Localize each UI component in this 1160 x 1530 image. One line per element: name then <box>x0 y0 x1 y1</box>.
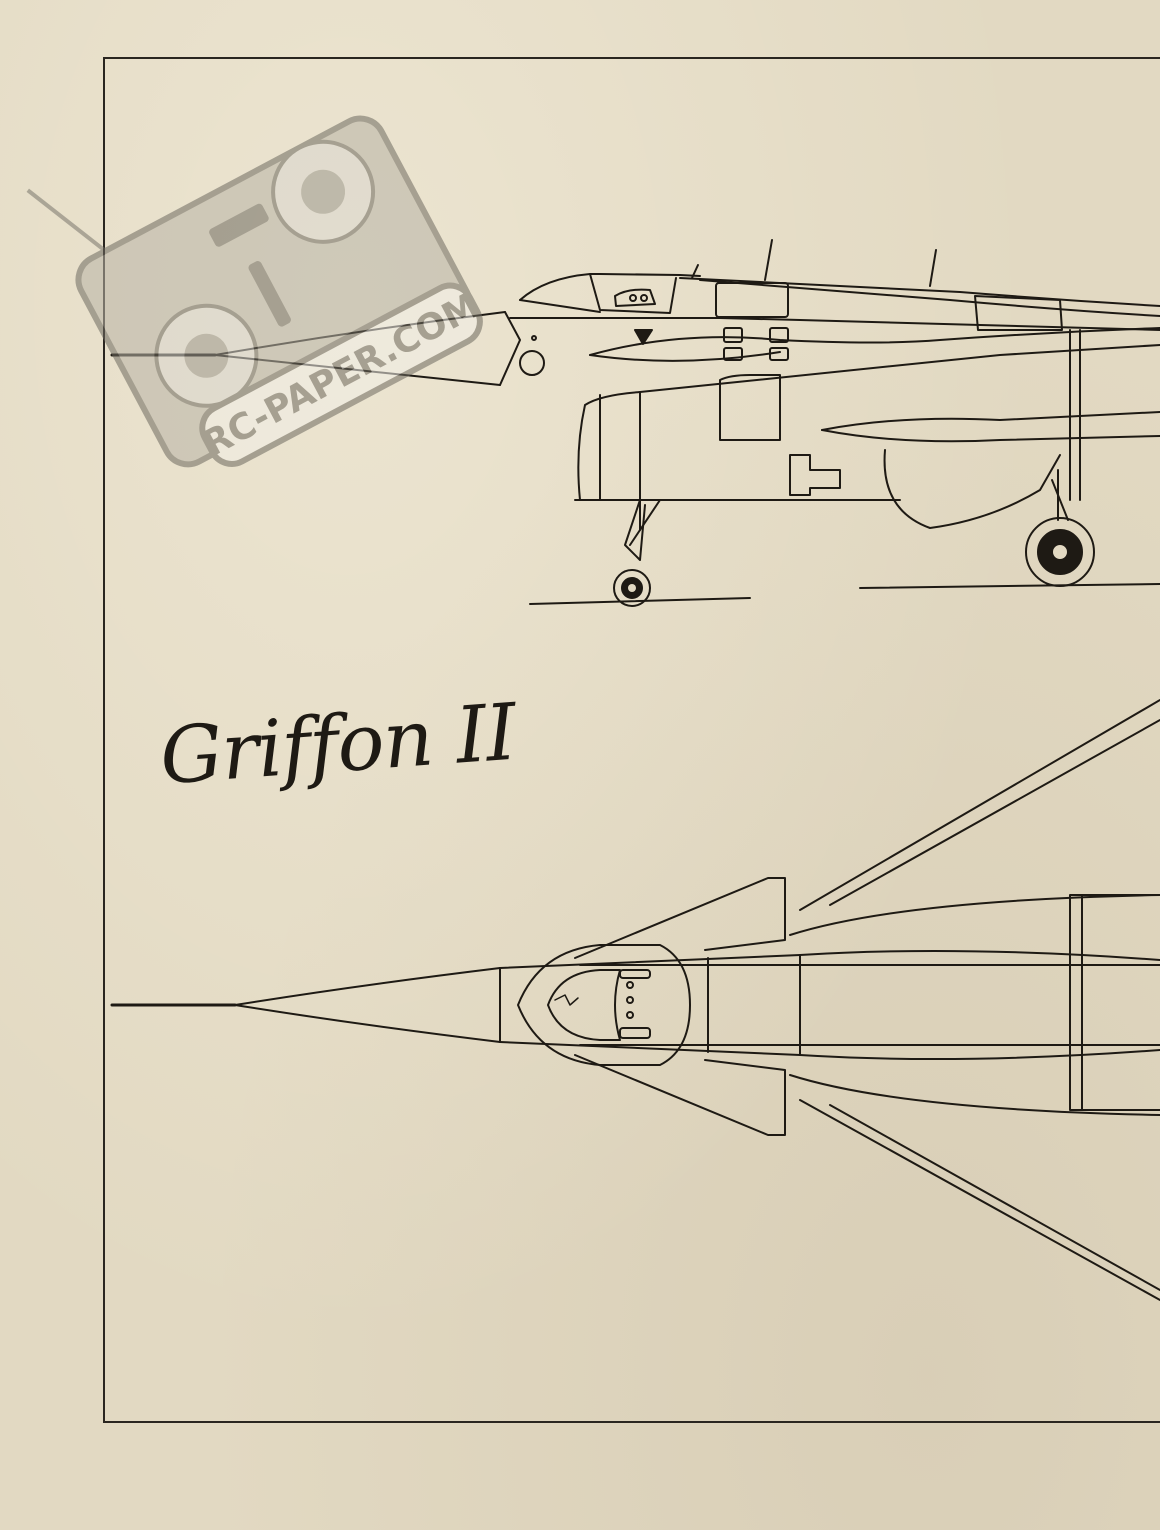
top-view <box>110 699 1160 1301</box>
watermark-logo: RC-PAPER.COM <box>26 115 486 468</box>
drawing-frame <box>103 57 1160 1423</box>
side-view <box>110 239 1160 607</box>
